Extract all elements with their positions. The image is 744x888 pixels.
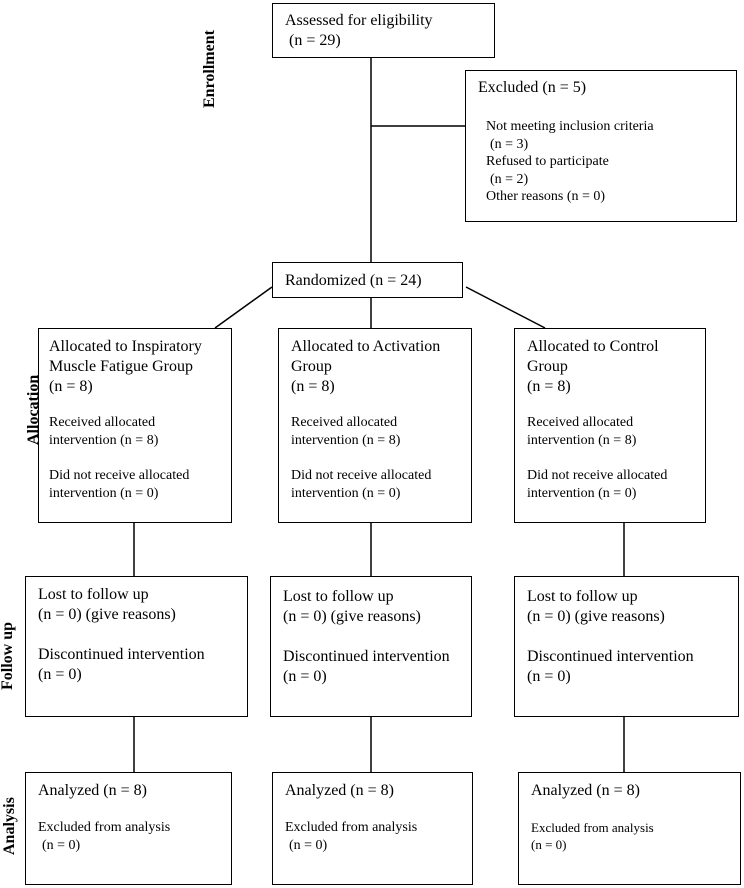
excluded-reason-3: Other reasons (n = 0) bbox=[486, 189, 606, 204]
discontinued-label: Discontinued intervention bbox=[283, 648, 450, 665]
assessed-box: Assessed for eligibility (n = 29) bbox=[272, 3, 495, 58]
discontinued-count: (n = 0) bbox=[527, 668, 571, 685]
lost-count: (n = 0) (give reasons) bbox=[38, 606, 176, 623]
excluded-title: Excluded (n = 5) bbox=[478, 79, 587, 96]
not-received-count: intervention (n = 0) bbox=[291, 486, 401, 501]
randomized-box: Randomized (n = 24) bbox=[272, 262, 463, 298]
lost-label: Lost to follow up bbox=[38, 586, 149, 603]
not-received-count: intervention (n = 0) bbox=[527, 486, 637, 501]
excluded-analysis-count: (n = 0) bbox=[289, 838, 328, 853]
received-count: intervention (n = 8) bbox=[291, 433, 401, 448]
received-label: Received allocated bbox=[49, 415, 156, 430]
received-count: intervention (n = 8) bbox=[527, 433, 637, 448]
follow-up-box-inspiratory: Lost to follow up (n = 0) (give reasons)… bbox=[25, 576, 248, 717]
excluded-analysis-count: (n = 0) bbox=[531, 837, 567, 852]
allocation-title-cont: Group bbox=[527, 358, 568, 375]
allocation-title-cont: Muscle Fatigue Group bbox=[49, 358, 193, 375]
allocation-title-cont: Group bbox=[291, 358, 332, 375]
assessed-label: Assessed for eligibility bbox=[285, 12, 433, 29]
lost-label: Lost to follow up bbox=[527, 588, 638, 605]
allocation-box-activation: Allocated to Activation Group (n = 8) Re… bbox=[278, 328, 472, 523]
randomized-label: Randomized (n = 24) bbox=[285, 272, 422, 289]
allocation-count: (n = 8) bbox=[49, 378, 93, 395]
connector-randomized-to-group3 bbox=[465, 286, 546, 329]
allocation-box-control: Allocated to Control Group (n = 8) Recei… bbox=[514, 328, 706, 523]
allocation-title: Allocated to Inspiratory bbox=[49, 338, 202, 355]
not-received-count: intervention (n = 0) bbox=[49, 486, 159, 501]
discontinued-label: Discontinued intervention bbox=[38, 646, 205, 663]
allocation-box-inspiratory: Allocated to Inspiratory Muscle Fatigue … bbox=[38, 328, 232, 523]
lost-label: Lost to follow up bbox=[283, 588, 394, 605]
analysis-box-activation: Analyzed (n = 8) Excluded from analysis … bbox=[272, 772, 473, 885]
not-received-label: Did not receive allocated bbox=[291, 468, 432, 483]
excluded-analysis-label: Excluded from analysis bbox=[285, 820, 418, 835]
stage-label-enrollment: Enrollment bbox=[201, 30, 218, 108]
received-count: intervention (n = 8) bbox=[49, 433, 159, 448]
allocation-count: (n = 8) bbox=[527, 378, 571, 395]
excluded-reason-1-count: (n = 3) bbox=[490, 137, 529, 152]
follow-up-box-control: Lost to follow up (n = 0) (give reasons)… bbox=[514, 576, 739, 717]
allocation-count: (n = 8) bbox=[291, 378, 335, 395]
discontinued-count: (n = 0) bbox=[38, 666, 82, 683]
not-received-label: Did not receive allocated bbox=[49, 468, 190, 483]
received-label: Received allocated bbox=[527, 415, 634, 430]
analysis-box-inspiratory: Analyzed (n = 8) Excluded from analysis … bbox=[25, 772, 232, 885]
discontinued-label: Discontinued intervention bbox=[527, 648, 694, 665]
not-received-label: Did not receive allocated bbox=[527, 468, 668, 483]
received-label: Received allocated bbox=[291, 415, 398, 430]
analysis-box-control: Analyzed (n = 8) Excluded from analysis … bbox=[518, 772, 741, 885]
connector-randomized-to-group1 bbox=[214, 286, 273, 329]
stage-label-follow-up: Follow up bbox=[0, 621, 16, 690]
stage-label-analysis: Analysis bbox=[1, 797, 18, 855]
follow-up-box-activation: Lost to follow up (n = 0) (give reasons)… bbox=[270, 576, 472, 717]
analyzed-label: Analyzed (n = 8) bbox=[38, 782, 147, 799]
lost-count: (n = 0) (give reasons) bbox=[283, 608, 421, 625]
analyzed-label: Analyzed (n = 8) bbox=[531, 782, 640, 799]
allocation-title: Allocated to Control bbox=[527, 338, 659, 355]
assessed-count: (n = 29) bbox=[289, 32, 341, 49]
excluded-reason-2: Refused to participate bbox=[486, 154, 609, 169]
analyzed-label: Analyzed (n = 8) bbox=[285, 782, 394, 799]
excluded-analysis-label: Excluded from analysis bbox=[531, 820, 654, 835]
excluded-reason-1: Not meeting inclusion criteria bbox=[486, 119, 654, 134]
excluded-reason-2-count: (n = 2) bbox=[490, 172, 529, 187]
excluded-box: Excluded (n = 5) Not meeting inclusion c… bbox=[465, 70, 737, 222]
allocation-title: Allocated to Activation bbox=[291, 338, 441, 355]
excluded-analysis-label: Excluded from analysis bbox=[38, 820, 171, 835]
lost-count: (n = 0) (give reasons) bbox=[527, 608, 665, 625]
discontinued-count: (n = 0) bbox=[283, 668, 327, 685]
excluded-analysis-count: (n = 0) bbox=[42, 838, 81, 853]
